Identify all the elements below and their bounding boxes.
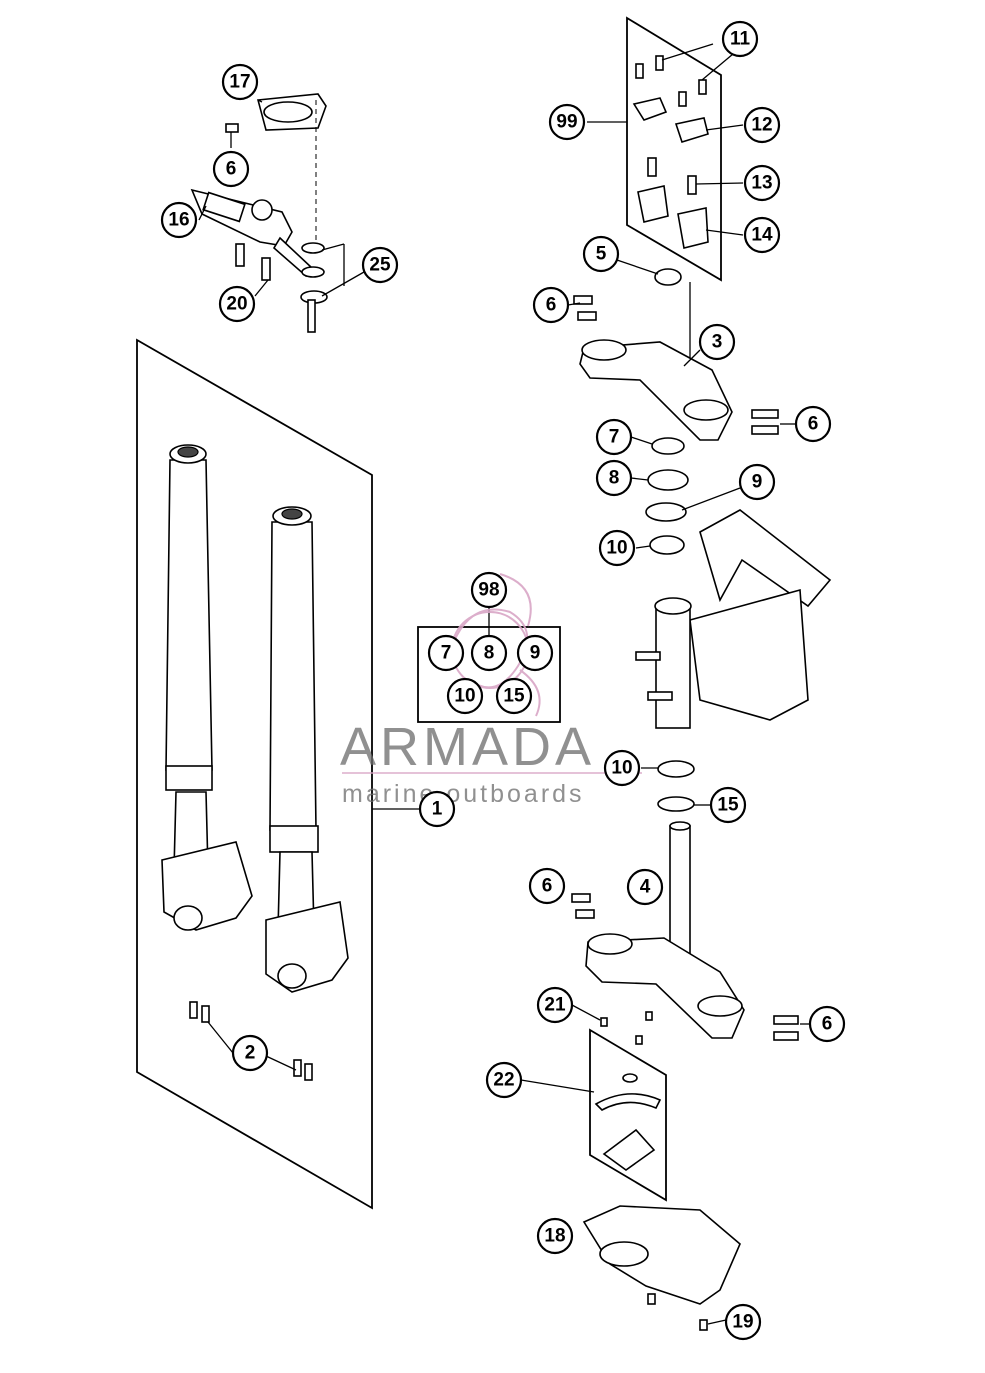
frame-headstock bbox=[635, 509, 832, 729]
callout-99: 99 bbox=[548, 103, 586, 141]
fork-tube-right bbox=[265, 506, 349, 993]
svg-text:10: 10 bbox=[606, 538, 627, 559]
svg-text:99: 99 bbox=[556, 112, 577, 133]
callout-11: 11 bbox=[721, 20, 759, 58]
svg-text:13: 13 bbox=[751, 173, 772, 194]
callout-22: 25 bbox=[361, 246, 399, 284]
callout-13: 13 bbox=[743, 164, 781, 202]
svg-text:17: 17 bbox=[229, 72, 250, 93]
callout-14: 14 bbox=[743, 216, 781, 254]
watermark: ARMADA marine outboards bbox=[340, 573, 642, 808]
svg-text:14: 14 bbox=[751, 225, 773, 246]
svg-text:15: 15 bbox=[717, 795, 739, 816]
lower-triple-clamp bbox=[571, 821, 799, 1041]
callout-20: 20 bbox=[218, 285, 256, 323]
svg-text:2: 2 bbox=[245, 1043, 256, 1064]
svg-text:11: 11 bbox=[730, 29, 751, 50]
svg-text:9: 9 bbox=[530, 643, 541, 664]
kit-box-label-15: 15 bbox=[495, 677, 533, 715]
svg-text:16: 16 bbox=[168, 210, 189, 231]
fork-tube-left bbox=[161, 444, 253, 931]
kit-box-label-10: 10 bbox=[446, 677, 484, 715]
svg-text:10: 10 bbox=[454, 686, 475, 707]
callout-25: 21 bbox=[536, 986, 574, 1024]
svg-text:25: 25 bbox=[369, 255, 391, 276]
svg-text:18: 18 bbox=[544, 1226, 565, 1247]
svg-text:7: 7 bbox=[441, 643, 452, 664]
callout-7: 7 bbox=[595, 418, 633, 456]
kit-box-label-8: 8 bbox=[470, 634, 508, 672]
callout-6b: 6 bbox=[532, 286, 570, 324]
callout-10: 10 bbox=[598, 529, 636, 567]
svg-text:20: 20 bbox=[226, 294, 247, 315]
fork-guard bbox=[582, 1205, 741, 1331]
bearings-and-seals bbox=[645, 437, 695, 812]
svg-text:12: 12 bbox=[751, 115, 772, 136]
steering-damper bbox=[190, 93, 328, 333]
svg-text:6: 6 bbox=[226, 159, 237, 180]
svg-text:8: 8 bbox=[484, 643, 495, 664]
svg-text:6: 6 bbox=[808, 414, 819, 435]
svg-text:10: 10 bbox=[611, 758, 632, 779]
svg-text:1: 1 bbox=[432, 799, 443, 820]
kit-box-label-9: 9 bbox=[516, 634, 554, 672]
steering-lock bbox=[594, 1011, 662, 1171]
callout-6c: 6 bbox=[794, 405, 832, 443]
upper-triple-clamp bbox=[573, 268, 779, 441]
svg-text:22: 22 bbox=[493, 1070, 514, 1091]
callout-6d: 6 bbox=[528, 867, 566, 905]
svg-text:3: 3 bbox=[712, 332, 723, 353]
callout-4: 4 bbox=[626, 868, 664, 906]
kit-box-label-7: 7 bbox=[427, 634, 465, 672]
svg-text:6: 6 bbox=[546, 295, 557, 316]
callout-6e: 6 bbox=[808, 1005, 846, 1043]
callout-8: 8 bbox=[595, 459, 633, 497]
callout-18: 18 bbox=[536, 1217, 574, 1255]
svg-text:5: 5 bbox=[596, 244, 607, 265]
fork-assembly-frame bbox=[136, 338, 373, 1210]
callout-19: 19 bbox=[724, 1303, 762, 1341]
svg-text:7: 7 bbox=[609, 427, 620, 448]
svg-text:98: 98 bbox=[478, 580, 499, 601]
svg-text:4: 4 bbox=[640, 877, 651, 898]
callout-21: 22 bbox=[485, 1061, 523, 1099]
fork-bolts bbox=[189, 1001, 313, 1081]
callout-12: 12 bbox=[743, 106, 781, 144]
clamp-kit-frame bbox=[626, 16, 722, 282]
callout-3: 3 bbox=[698, 323, 736, 361]
svg-text:9: 9 bbox=[752, 472, 763, 493]
svg-text:6: 6 bbox=[542, 876, 553, 897]
callout-16: 16 bbox=[160, 201, 198, 239]
steering-lock-frame bbox=[589, 1028, 667, 1202]
callout-1: 1 bbox=[418, 790, 456, 828]
kit-box-label-98: 98 bbox=[470, 571, 508, 609]
callout-15: 15 bbox=[709, 786, 747, 824]
callout-10b: 10 bbox=[603, 749, 641, 787]
callout-2: 2 bbox=[231, 1034, 269, 1072]
callout-9: 9 bbox=[738, 463, 776, 501]
svg-text:8: 8 bbox=[609, 468, 620, 489]
clamp-kit-parts bbox=[632, 55, 709, 249]
svg-text:15: 15 bbox=[503, 686, 525, 707]
callout-6: 6 bbox=[212, 150, 250, 188]
watermark-tagline: marine outboards bbox=[342, 780, 585, 808]
watermark-brand: ARMADA bbox=[340, 717, 595, 777]
svg-text:6: 6 bbox=[822, 1014, 833, 1035]
svg-text:19: 19 bbox=[732, 1312, 753, 1333]
leader-lines bbox=[198, 43, 809, 1325]
callout-5: 5 bbox=[582, 235, 620, 273]
callout-17: 17 bbox=[221, 63, 259, 101]
svg-text:21: 21 bbox=[544, 995, 566, 1016]
